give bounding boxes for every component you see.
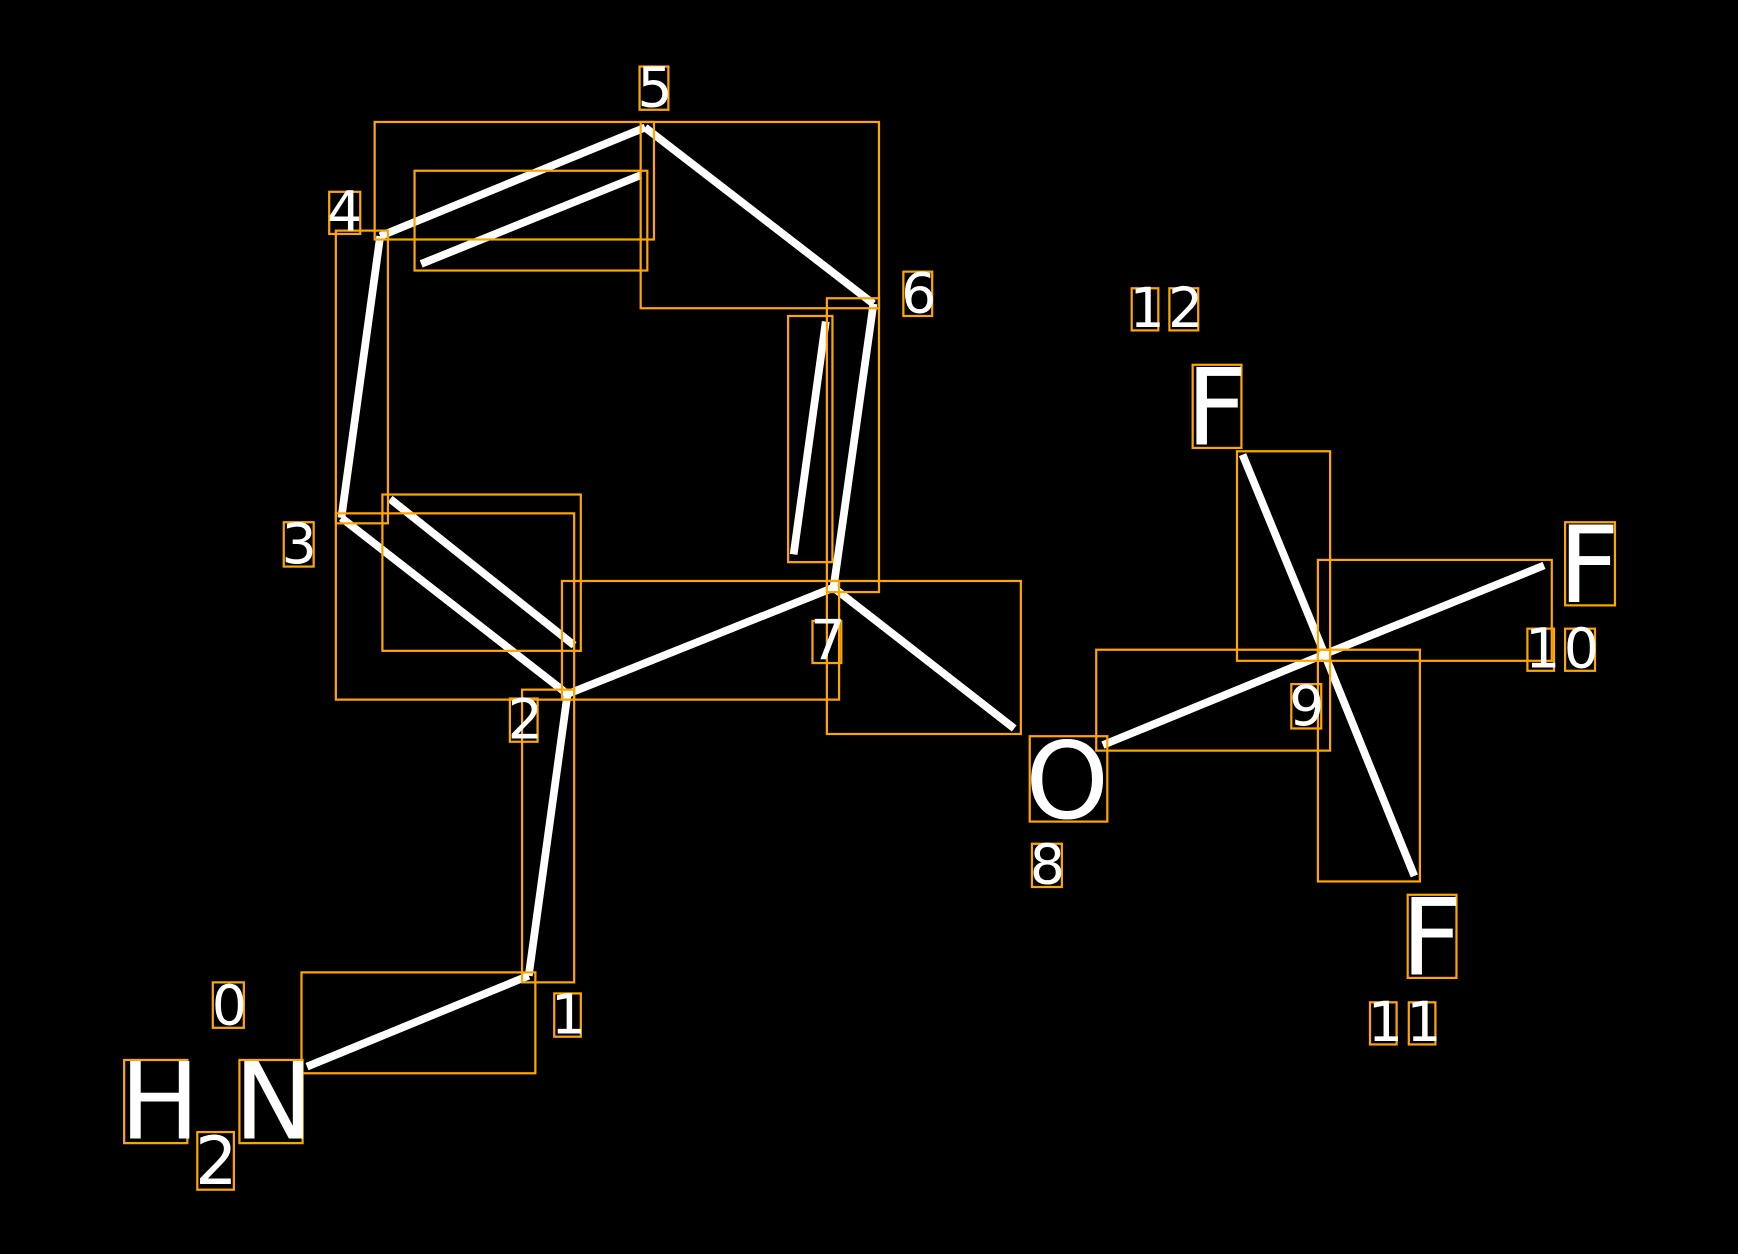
bounding-box (560, 579, 841, 701)
labels-layer: H 2 N O F F F 0 1 2 3 4 5 6 7 8 9 10 11 … (120, 56, 1620, 1200)
atom-label-N: N (234, 1041, 314, 1165)
bounding-box (1235, 450, 1332, 662)
bounding-box (1406, 893, 1458, 980)
bond-2-3 (339, 514, 570, 698)
bounding-box (334, 229, 390, 525)
bounding-box (639, 120, 881, 310)
bond-4-5 (378, 123, 647, 240)
bounding-box (1191, 363, 1243, 450)
bounding-box (123, 1058, 189, 1145)
atom-index-2: 2 (508, 688, 543, 752)
atom-label-H: H (120, 1041, 200, 1165)
bounding-box (811, 619, 843, 665)
bounding-box (196, 1130, 235, 1191)
bond-9-10 (1323, 561, 1546, 658)
atom-index-6: 6 (901, 263, 936, 327)
bond-5-6 (642, 124, 876, 307)
bounding-box (902, 270, 934, 318)
bounding-box (334, 512, 576, 701)
bond-7-2 (566, 584, 835, 698)
bounding-box (381, 493, 582, 652)
bond-7-8 (831, 584, 1017, 732)
boxes-layer (123, 65, 1617, 1191)
bounding-box (211, 981, 245, 1029)
bounding-box (786, 314, 834, 564)
bond-2-3-inner (387, 495, 577, 649)
bounding-box (553, 992, 582, 1038)
atom-index-9: 9 (1289, 675, 1324, 739)
bounding-box (520, 688, 576, 984)
bounding-box (1316, 558, 1553, 662)
bounding-box (508, 697, 539, 743)
bounding-box (1563, 627, 1597, 672)
bounding-box (1030, 842, 1063, 889)
bond-6-7 (829, 303, 878, 589)
atom-index-10: 10 (1525, 617, 1602, 681)
atom-index-12: 12 (1129, 277, 1206, 341)
atom-index-5: 5 (637, 56, 672, 120)
bounding-box (300, 971, 537, 1075)
bounding-box (1526, 627, 1556, 672)
bounding-box (1168, 287, 1200, 332)
atom-index-11: 11 (1368, 991, 1445, 1055)
bounding-box (1563, 521, 1617, 607)
bond-0-1 (305, 972, 531, 1071)
bounding-box (1368, 1001, 1398, 1046)
atom-index-4: 4 (327, 181, 362, 245)
bond-4-5-inner (419, 171, 643, 268)
atom-index-7: 7 (810, 610, 845, 674)
bond-6-7-inner (789, 321, 830, 555)
bounding-box (638, 65, 670, 111)
bounding-box (328, 190, 362, 236)
bounding-box (1407, 1001, 1437, 1046)
atom-index-0: 0 (212, 974, 247, 1038)
bonds-layer (305, 123, 1546, 1071)
atom-label-F-11: F (1401, 877, 1462, 1001)
atom-label-F-10: F (1558, 504, 1619, 628)
atom-label-F-12: F (1186, 347, 1247, 471)
atom-index-1: 1 (551, 983, 586, 1047)
atom-index-8: 8 (1030, 834, 1065, 898)
atom-label-subscript-2: 2 (195, 1122, 237, 1200)
bounding-box (282, 521, 315, 568)
bounding-box (1290, 682, 1323, 730)
bounding-box (1130, 287, 1160, 332)
bounding-box (238, 1058, 304, 1145)
bounding-box (825, 297, 881, 594)
bounding-box (1095, 648, 1332, 752)
bond-1-2 (524, 693, 572, 977)
bond-3-4 (337, 235, 385, 519)
bond-9-12 (1238, 453, 1329, 656)
bounding-box (413, 169, 649, 272)
bounding-box (373, 120, 656, 241)
atom-index-3: 3 (282, 513, 317, 577)
bounding-box (825, 579, 1022, 736)
atom-label-O: O (1025, 720, 1109, 844)
bounding-box (1316, 648, 1421, 883)
bounding-box (1028, 735, 1109, 823)
bond-8-9 (1101, 650, 1327, 749)
bond-9-11 (1320, 652, 1418, 878)
